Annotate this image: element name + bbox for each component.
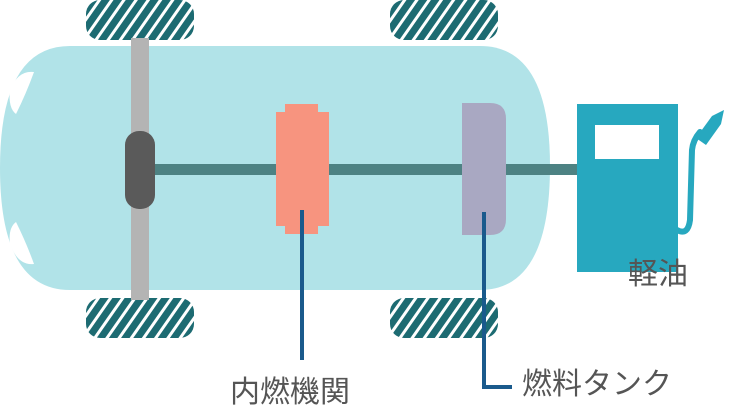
driveshaft bbox=[140, 164, 585, 175]
front-top-tire bbox=[86, 0, 194, 40]
headlight-bottom bbox=[9, 222, 34, 265]
front-bottom-tire bbox=[86, 298, 194, 338]
fuel-tank bbox=[462, 103, 506, 235]
engine-label: 内燃機関 bbox=[230, 375, 350, 410]
differential bbox=[125, 131, 155, 209]
rear-top-tire bbox=[390, 0, 498, 40]
headlight-top bbox=[9, 71, 34, 114]
fuel-tank-label: 燃料タンク bbox=[522, 367, 672, 402]
fuel-label: 軽油 bbox=[628, 257, 688, 292]
rear-bottom-tire bbox=[390, 298, 498, 338]
engine bbox=[276, 104, 329, 234]
fuel-tank-leader-line bbox=[482, 212, 512, 389]
fuel-pump-icon bbox=[577, 104, 724, 272]
